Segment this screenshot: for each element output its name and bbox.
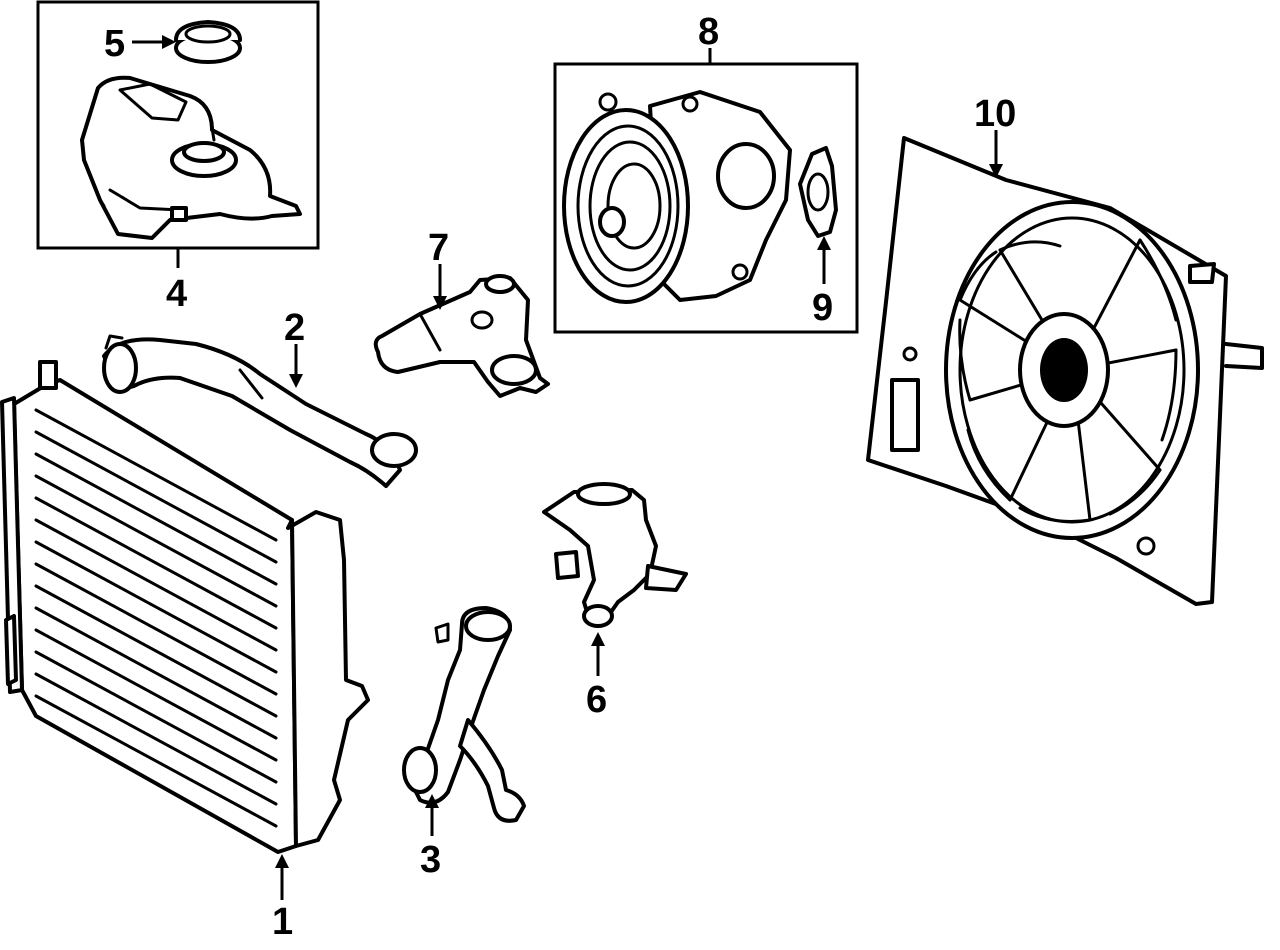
part-2-upper-radiator-hose[interactable]: [102, 334, 418, 488]
callout-2[interactable]: 2: [284, 307, 305, 349]
part-3-lower-radiator-hose[interactable]: [402, 606, 526, 823]
callout-9[interactable]: 9: [812, 287, 833, 329]
part-1-radiator[interactable]: [0, 360, 370, 854]
callout-10[interactable]: 10: [974, 93, 1016, 135]
callout-8[interactable]: 8: [698, 11, 719, 53]
part-5-reservoir-cap[interactable]: [174, 20, 242, 64]
callout-6[interactable]: 6: [586, 679, 607, 721]
part-9-pump-gasket[interactable]: [798, 146, 838, 238]
callout-5[interactable]: 5: [104, 23, 125, 65]
callout-4[interactable]: 4: [166, 273, 187, 315]
part-8-water-pump[interactable]: [562, 90, 792, 304]
callout-7[interactable]: 7: [428, 227, 449, 269]
part-4-expansion-reservoir[interactable]: [80, 75, 302, 240]
leader-lines: [132, 35, 1003, 900]
part-7-thermostat-housing[interactable]: [373, 274, 550, 398]
part-6-coolant-outlet[interactable]: [542, 482, 688, 628]
water-pump-group-box: [553, 62, 859, 334]
callout-1[interactable]: 1: [272, 901, 293, 943]
callout-3[interactable]: 3: [420, 839, 441, 881]
part-10-fan-shroud-assembly[interactable]: [866, 136, 1264, 606]
